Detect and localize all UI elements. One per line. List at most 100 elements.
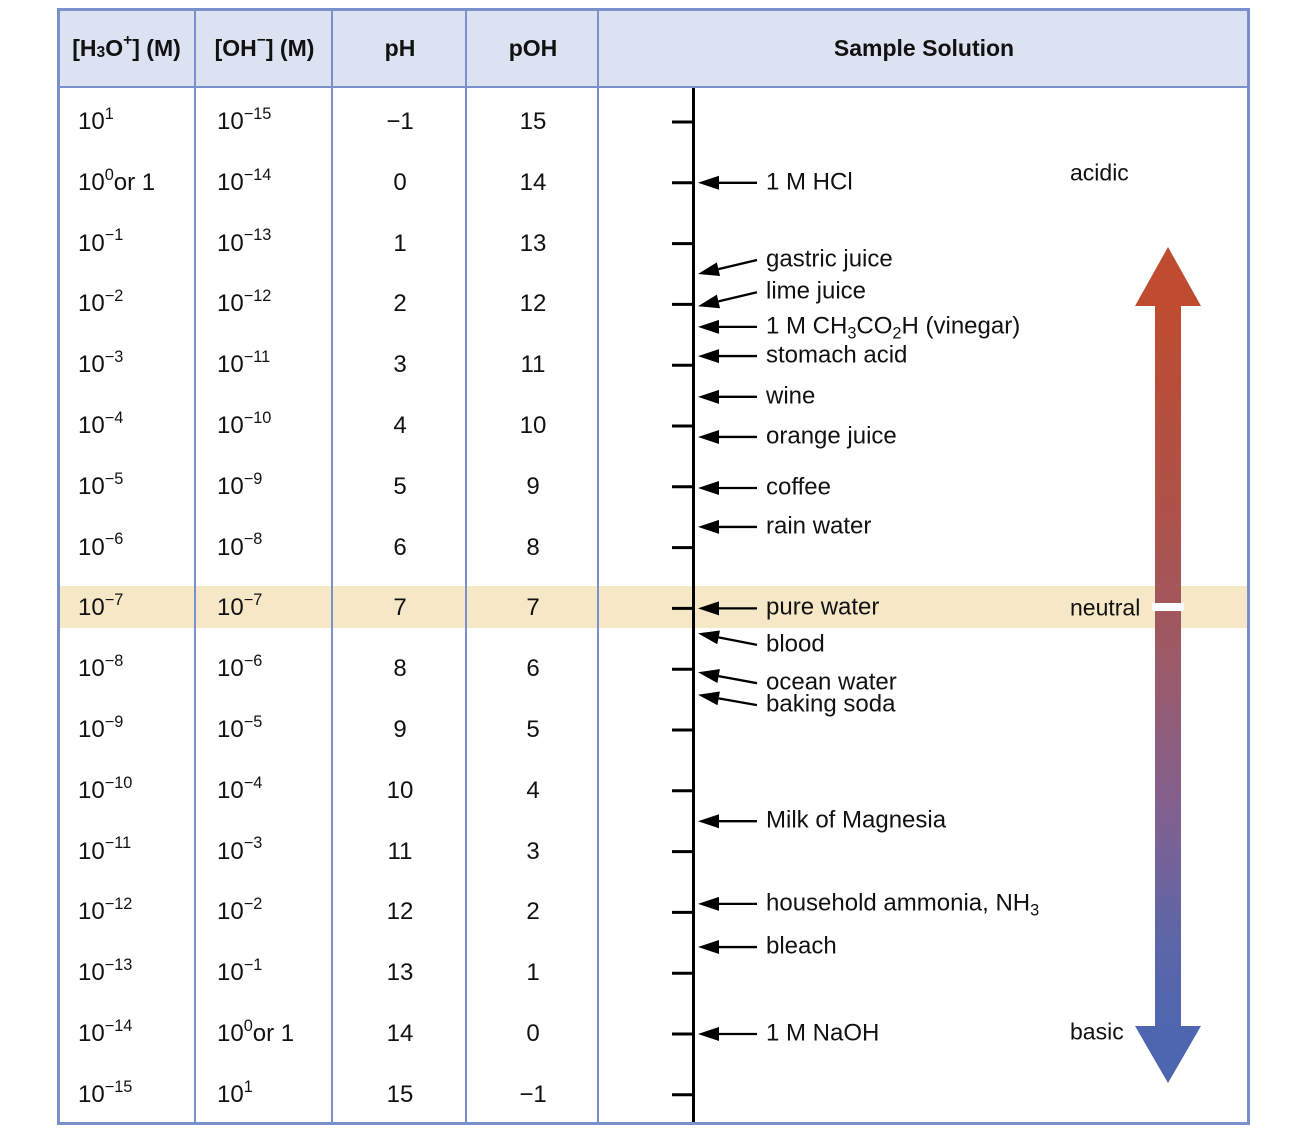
zone-label-basic: basic (1070, 1018, 1124, 1045)
sample-arrowhead-icon (698, 262, 721, 276)
sample-arrowhead-icon (698, 669, 720, 683)
sample-label: ocean water (766, 668, 897, 696)
cell-ph: 12 (386, 898, 414, 926)
sample-label: household ammonia, NH3 (766, 889, 1040, 920)
sample-arrowhead-icon (698, 481, 719, 496)
sample-label: wine (766, 382, 816, 410)
header-separator (59, 86, 1248, 88)
sample-arrowhead-icon (698, 389, 719, 404)
cell-oh: 10−10 (217, 408, 272, 439)
cell-ph: 10 (386, 776, 414, 804)
cell-poh: −1 (519, 1080, 547, 1108)
sample-label: baking soda (766, 690, 896, 718)
cell-ph: 14 (386, 1020, 414, 1047)
sample-arrowhead-icon (698, 1027, 719, 1041)
neutral-gap (1152, 603, 1184, 611)
sample-arrowhead-icon (698, 814, 719, 829)
gradient-bar (1155, 306, 1181, 1026)
cell-oh: 10−1 (217, 956, 263, 987)
zone-label-neutral: neutral (1070, 594, 1141, 621)
cell-h3o: 10−15 (78, 1077, 133, 1108)
acidic-arrowhead-icon (1135, 247, 1201, 306)
sample-arrowhead-icon (698, 896, 719, 911)
cell-poh: 9 (526, 472, 540, 500)
sample-label: bleach (766, 932, 837, 960)
cell-h3o: 10−7 (78, 591, 124, 622)
sample-arrow-line (718, 291, 758, 303)
cell-poh: 7 (526, 594, 540, 622)
column-divider (597, 10, 599, 1123)
cell-ph: 3 (393, 351, 407, 379)
cell-h3o: 10−10 (78, 773, 133, 804)
cell-ph: 1 (393, 229, 407, 257)
cell-poh: 3 (526, 837, 540, 865)
cell-ph: 8 (393, 655, 407, 683)
cell-ph: 11 (387, 837, 413, 865)
sample-arrowhead-icon (698, 601, 719, 616)
sample-arrowhead-icon (698, 691, 720, 706)
cell-h3o: 10−3 (78, 348, 124, 379)
cell-poh: 13 (519, 229, 547, 257)
cell-h3o: 10−5 (78, 469, 124, 500)
cell-ph: 7 (393, 594, 407, 622)
sample-arrow-line (718, 258, 758, 271)
cell-poh: 6 (526, 655, 540, 683)
header-sample-solution: Sample Solution (833, 35, 1015, 61)
basic-arrowhead-icon (1135, 1026, 1201, 1083)
header-ph: pH (384, 35, 416, 61)
header-oh: [OH−] (M) (214, 31, 315, 61)
sample-label: orange juice (766, 422, 897, 450)
cell-poh: 1 (526, 959, 540, 987)
cell-oh: 10−5 (217, 712, 263, 743)
cell-h3o: 10−2 (78, 287, 124, 318)
cell-oh: 10−8 (217, 530, 263, 561)
cell-ph: 15 (386, 1080, 414, 1108)
cell-h3o: 10−13 (78, 956, 133, 987)
cell-h3o: 10−12 (78, 895, 133, 926)
header-background (59, 10, 1248, 87)
cell-h3o: 10−11 (78, 834, 132, 865)
table-frame (57, 8, 1250, 1125)
cell-poh: 14 (519, 168, 547, 196)
cell-h3o: 10−4 (78, 408, 124, 439)
column-divider (194, 10, 196, 1123)
sample-label: pure water (766, 593, 880, 621)
sample-arrowhead-icon (698, 630, 720, 645)
cell-ph: 0 (393, 168, 407, 196)
cell-oh: 10−9 (217, 469, 263, 500)
header-poh: pOH (508, 35, 558, 61)
sample-arrowhead-icon (698, 940, 719, 955)
zone-label-acidic: acidic (1070, 159, 1129, 186)
sample-arrowhead-icon (698, 349, 719, 364)
sample-arrowhead-icon (698, 319, 719, 334)
cell-poh: 8 (526, 533, 540, 561)
cell-ph: 5 (393, 472, 407, 500)
cell-oh: 10−7 (217, 591, 263, 622)
cell-poh: 15 (519, 108, 547, 135)
cell-oh: 10−4 (217, 773, 263, 804)
cell-h3o: 10−14 (78, 1016, 133, 1047)
sample-arrowhead-icon (698, 429, 719, 444)
sample-label: 1 M CH3CO2H (vinegar) (766, 312, 1021, 343)
sample-arrow-line (718, 636, 758, 647)
cell-poh: 4 (526, 776, 540, 804)
sample-arrow-line (718, 697, 758, 707)
sample-label: lime juice (766, 277, 867, 305)
cell-h3o: 10−8 (78, 652, 124, 683)
sample-label: 1 M NaOH (766, 1019, 880, 1047)
sample-label: blood (766, 630, 825, 658)
sample-label: Milk of Magnesia (766, 806, 947, 834)
cell-h3o: 10−9 (78, 712, 124, 743)
cell-oh: 10−3 (217, 834, 263, 865)
cell-h3o: 10−1 (78, 226, 124, 257)
cell-oh: 10−2 (217, 895, 263, 926)
cell-oh: 10−15 (217, 104, 272, 135)
cell-oh: 10−13 (217, 226, 272, 257)
